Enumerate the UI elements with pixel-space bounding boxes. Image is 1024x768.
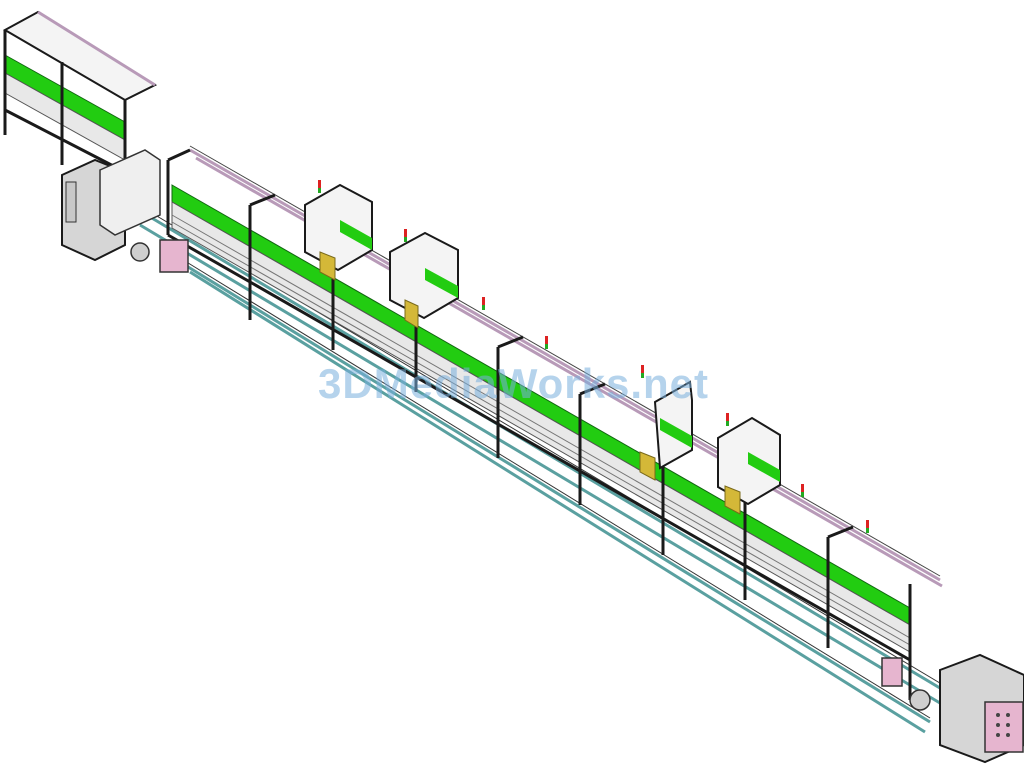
right-motor (909, 689, 931, 711)
yellow-panels (319, 251, 741, 515)
main-green-panel (171, 184, 911, 626)
rear-workstation-green (340, 220, 780, 482)
overhead-rail-outline (189, 145, 941, 577)
left-control-cabinet (159, 239, 189, 273)
left-end-station (61, 149, 189, 273)
main-frame (166, 148, 912, 700)
bay-detail-lines (171, 214, 911, 646)
signal-tower-lights (318, 180, 869, 533)
left-motor (130, 242, 150, 262)
right-control-cabinet (984, 701, 1024, 753)
overhead-rails (189, 148, 943, 588)
top-left-module (2, 10, 158, 174)
right-end-station (881, 653, 1024, 764)
